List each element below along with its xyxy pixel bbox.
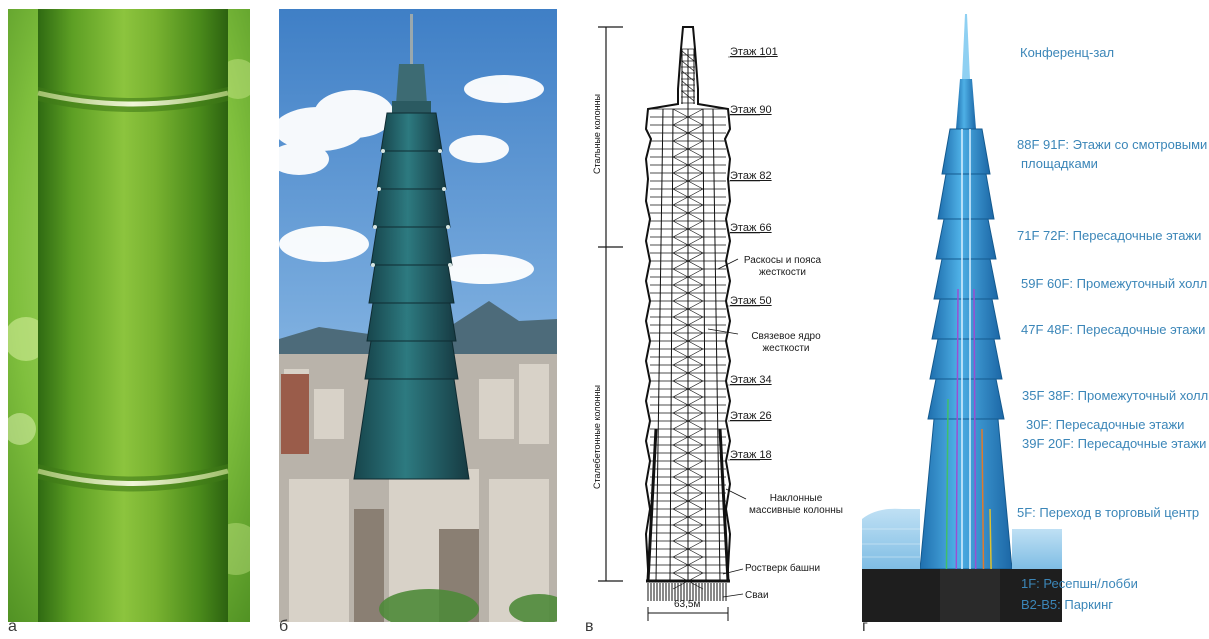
observation-label-line1: 88F 91F: Этажи со смотровыми [1017, 137, 1208, 152]
mall-label: 5F: Переход в торговый центр [1017, 505, 1200, 520]
panel-letter-b: б [279, 618, 289, 635]
composite-columns-label: Сталебетонные колонны [592, 385, 602, 489]
floor-label-34: Этаж 34 [730, 374, 772, 386]
floor-48-label: 47F 48F: Пересадочные этажи [1021, 322, 1206, 337]
panel-letter-a: а [8, 618, 17, 635]
structural-diagram: Стальные колонны Сталебетонные колонны Э… [578, 9, 848, 629]
braces-callout: Раскосы и пояса жесткости [743, 255, 822, 278]
panel-letter-d: г [862, 618, 868, 635]
tower-photo [279, 9, 557, 622]
floor-72-label: 71F 72F: Пересадочные этажи [1017, 228, 1202, 243]
floor-label-66: Этаж 66 [730, 222, 772, 234]
observation-label-line2: площадками [1021, 156, 1098, 171]
diagram-drawing: Стальные колонны Сталебетонные колонны [592, 26, 766, 621]
mega-columns-callout: Наклонные массивные колонны [749, 493, 843, 516]
panel-letter-c: в [585, 618, 594, 635]
floor-30-label: 30F: Пересадочные этажи [1026, 417, 1185, 432]
floor-label-50: Этаж 50 [730, 295, 772, 307]
floor-38-label: 35F 38F: Промежуточный холл [1022, 388, 1209, 403]
floor-label-90: Этаж 90 [730, 104, 772, 116]
width-dimension-label: 63,5м [674, 599, 701, 610]
floor-20-label: 39F 20F: Пересадочные этажи [1022, 436, 1207, 451]
floor-label-18: Этаж 18 [730, 449, 772, 461]
floor-label-101: Этаж 101 [730, 46, 778, 58]
parking-label: B2-B5: Паркинг [1021, 597, 1114, 612]
conference-label: Конференц-зал [1020, 45, 1115, 60]
piles-callout: Сваи [745, 590, 769, 601]
section-drawing [862, 14, 1062, 622]
lobby-label: 1F: Ресепшн/лобби [1021, 576, 1138, 591]
steel-columns-label: Стальные колонны [592, 94, 602, 174]
bamboo-photo [8, 9, 250, 622]
floor-label-26: Этаж 26 [730, 410, 772, 422]
floor-label-82: Этаж 82 [730, 170, 772, 182]
core-callout: Связевое ядро жесткости [751, 331, 821, 354]
section-diagram: Конференц-зал 88F 91F: Этажи со смотровы… [862, 9, 1209, 622]
grillage-callout: Ростверк башни [745, 563, 821, 574]
floor-60-label: 59F 60F: Промежуточный холл [1021, 276, 1208, 291]
